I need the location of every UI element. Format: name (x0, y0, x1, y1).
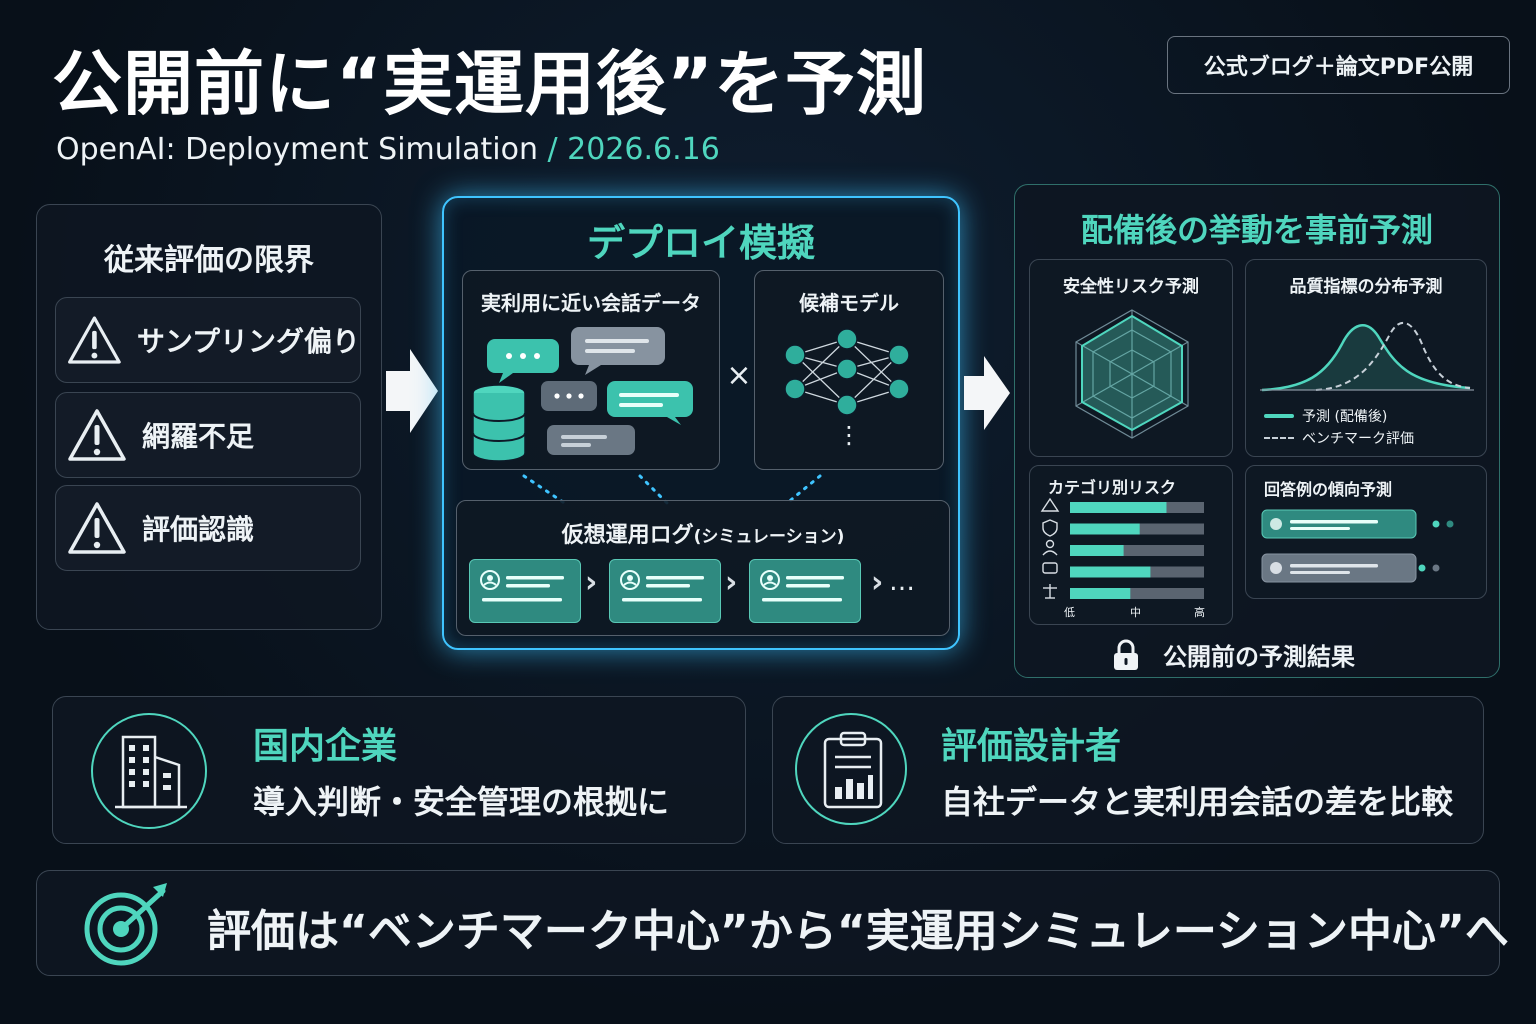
radar-chart-icon (1075, 309, 1189, 439)
chevron-right-icon: › (871, 565, 884, 600)
virtual-log-sub: (シミュレーション) (693, 527, 845, 547)
limit-label: サンプリング偏り (136, 325, 360, 358)
deploy-title: デプロイ模擬 (586, 221, 815, 265)
limits-title: 従来評価の限界 (104, 243, 314, 278)
conversation-data-label: 実利用に近い会話データ (481, 291, 701, 315)
lock-icon (1114, 639, 1138, 670)
log-entry (469, 559, 581, 623)
chevron-right-icon: › (585, 565, 598, 600)
data-flow-connectors (522, 474, 822, 506)
chevron-right-icon: › (725, 565, 738, 600)
deploy-simulation-panel: デプロイ模擬 実利用に近い会話データ (442, 196, 960, 650)
limit-label: 評価認識 (142, 513, 255, 546)
prediction-title: 配備後の挙動を事前予測 (1080, 211, 1433, 249)
clipboard-chart-icon (823, 731, 883, 809)
conversation-data-box: 実利用に近い会話データ (462, 270, 720, 470)
user-log-icon (620, 570, 704, 602)
building-icon (115, 735, 187, 809)
risk-bar-fill (1070, 566, 1151, 578)
building-icon-circle (91, 713, 207, 829)
candidate-model-box: 候補モデル ⋮ (754, 270, 944, 470)
virtual-log-title: 仮想運用ログ(シミュレーション) (457, 517, 949, 549)
limit-label: 網羅不足 (142, 420, 255, 453)
subtitle-main: OpenAI: Deployment Simulation (56, 132, 538, 167)
candidate-model-label: 候補モデル (799, 291, 899, 315)
publication-badge: 公式ブログ＋論文PDF公開 (1167, 36, 1510, 94)
risk-bar-fill (1070, 502, 1167, 513)
card-heading: 評価設計者 (941, 726, 1122, 767)
category-risk-box: カテゴリ別リスク 低 中 高 (1029, 465, 1233, 625)
card-body: 自社データと実利用会話の差を比較 (941, 783, 1454, 821)
times-symbol: × (726, 358, 752, 393)
axis-high: 高 (1194, 606, 1205, 619)
target-icon (84, 883, 167, 966)
category-icons (1040, 497, 1060, 599)
neural-network-icon (784, 328, 910, 416)
response-bubbles-icon (1261, 509, 1454, 583)
model-more-ellipsis: ⋮ (837, 421, 861, 449)
clipboard-icon-circle (795, 713, 907, 825)
risk-bar-track (1070, 545, 1204, 556)
prediction-panel: 配備後の挙動を事前予測 安全性リスク予測 品質指標の分布予測 予測 (配備後) (1014, 184, 1500, 678)
log-entry (609, 559, 721, 623)
axis-low: 低 (1064, 606, 1075, 619)
limit-item-awareness: 評価認識 (55, 485, 361, 571)
card-domestic-companies: 国内企業 導入判断・安全管理の根拠に (52, 696, 746, 844)
virtual-log-label: 仮想運用ログ (561, 523, 694, 548)
footer-banner: 評価は“ベンチマーク中心”から“実運用シミュレーション中心”へ (36, 870, 1509, 976)
user-log-icon (480, 570, 564, 602)
legend-predicted: 予測 (配備後) (1264, 406, 1387, 426)
prediction-result: 公開前の予測結果 (1111, 637, 1355, 672)
legend-predicted-label: 予測 (配備後) (1302, 409, 1388, 425)
legend-benchmark-label: ベンチマーク評価 (1302, 431, 1414, 447)
risk-bar-fill (1070, 523, 1140, 535)
limits-panel: 従来評価の限界 サンプリング偏り 網羅不足 評価認識 (36, 204, 382, 630)
arrow-right-icon (386, 349, 438, 433)
card-evaluation-designers: 評価設計者 自社データと実利用会話の差を比較 (772, 696, 1484, 844)
distribution-curve-icon (1260, 321, 1474, 392)
footer-message: 評価は“ベンチマーク中心”から“実運用シミュレーション中心”へ (207, 906, 1509, 957)
card-body: 導入判断・安全管理の根拠に (253, 783, 670, 821)
response-trend-label: 回答例の傾向予測 (1264, 480, 1393, 499)
category-risk-label: カテゴリ別リスク (1048, 478, 1177, 497)
legend-predicted-swatch (1264, 414, 1294, 418)
safety-risk-label: 安全性リスク予測 (1063, 277, 1199, 297)
quality-distribution-label: 品質指標の分布予測 (1289, 277, 1443, 297)
quality-distribution-box: 品質指標の分布予測 予測 (配備後) ベンチマーク評価 (1245, 259, 1487, 457)
subtitle-date: 2026.6.16 (567, 132, 720, 167)
response-trend-box: 回答例の傾向予測 (1245, 465, 1487, 599)
limit-item-coverage: 網羅不足 (55, 392, 361, 478)
risk-bar-fill (1070, 588, 1131, 599)
card-heading: 国内企業 (253, 726, 398, 767)
page-title: 公開前に“実運用後”を予測 (52, 43, 928, 125)
limit-item-sampling: サンプリング偏り (55, 297, 361, 383)
virtual-log-box: 仮想運用ログ(シミュレーション) › › (456, 500, 950, 636)
legend-benchmark-swatch (1264, 437, 1294, 439)
category-risk-bars (1070, 502, 1204, 599)
safety-risk-box: 安全性リスク予測 (1029, 259, 1233, 457)
arrow-right-icon (964, 356, 1010, 430)
warning-icon (68, 502, 126, 554)
log-more-ellipsis: … (889, 567, 915, 597)
axis-mid: 中 (1130, 606, 1141, 619)
page-subtitle: OpenAI: Deployment Simulation / 2026.6.1… (56, 132, 720, 167)
legend-benchmark: ベンチマーク評価 (1264, 428, 1414, 448)
user-log-icon (760, 570, 844, 602)
risk-bar-fill (1070, 545, 1124, 556)
log-entry (749, 559, 861, 623)
warning-icon (68, 316, 121, 364)
prediction-result-label: 公開前の予測結果 (1163, 643, 1355, 671)
risk-bar-track (1070, 588, 1204, 599)
subtitle-separator: / (537, 132, 568, 167)
warning-icon (68, 409, 126, 461)
chat-database-icon (472, 327, 693, 462)
